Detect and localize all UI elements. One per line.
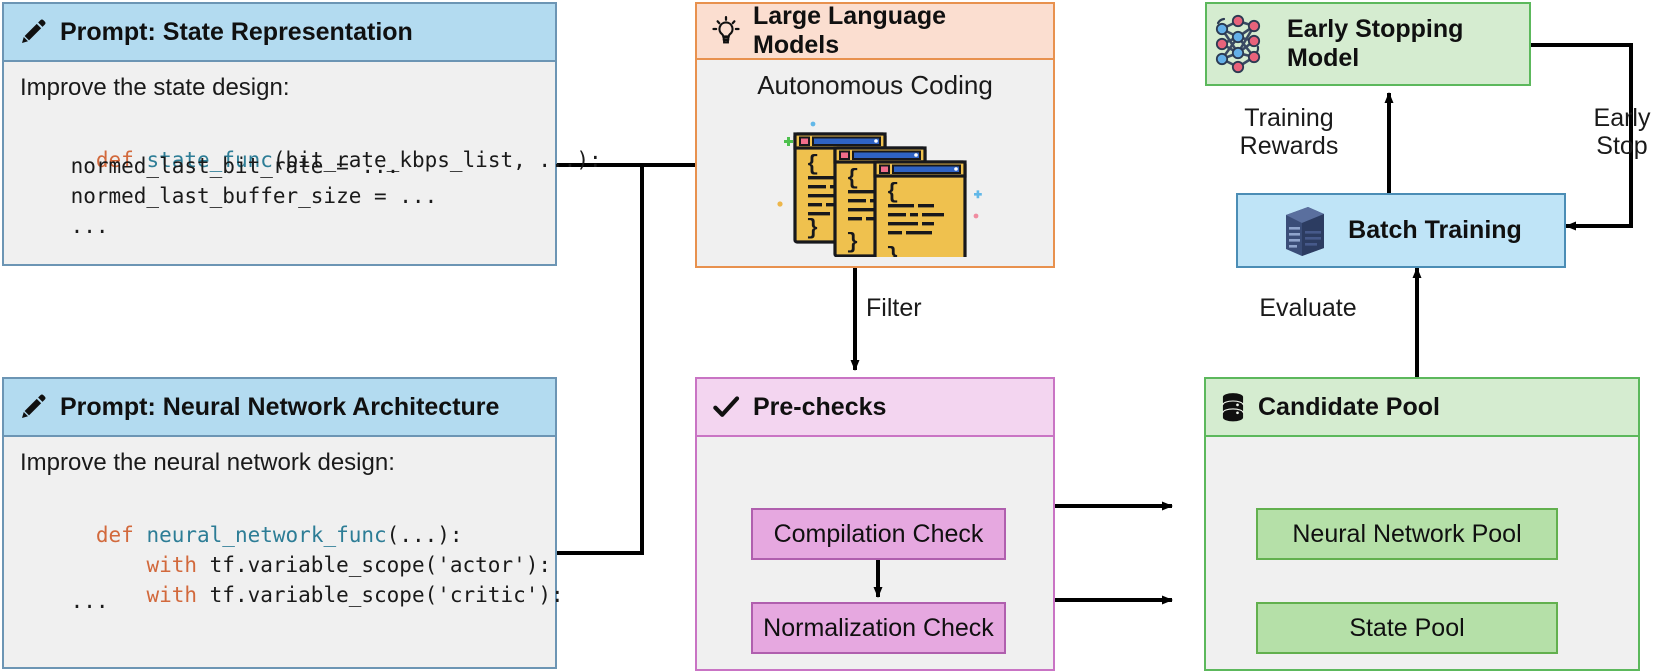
prompt-neural-network-card[interactable]: Prompt: Neural Network Architecture Impr…	[2, 377, 564, 669]
candidate-pool-card[interactable]: Candidate Pool Neural Network Pool State…	[1204, 377, 1640, 671]
prompt-nn-code-line-3: with tf.variable_scope('critic'):	[20, 559, 564, 631]
pencil-icon	[18, 17, 48, 47]
code-signature-nn: (...):	[386, 523, 463, 547]
prompt-nn-body: Improve the neural network design: def n…	[4, 437, 564, 667]
prompt-state-header-label: Prompt: State Representation	[60, 17, 413, 46]
stacked-code-windows-icon: { } {	[697, 112, 1053, 257]
neural-network-pool-label: Neural Network Pool	[1292, 519, 1522, 548]
code-keyword-with-critic: with	[146, 583, 198, 607]
batch-training-label: Batch Training	[1348, 216, 1522, 244]
pencil-icon	[18, 392, 48, 422]
prompt-nn-header: Prompt: Neural Network Architecture	[4, 379, 555, 437]
compilation-check-item[interactable]: Compilation Check	[751, 508, 1006, 560]
llm-header-label: Large Language Models	[753, 2, 947, 59]
state-pool-label: State Pool	[1349, 613, 1465, 642]
code-scope-actor: tf.variable_scope('actor'):	[197, 553, 552, 577]
candidate-pool-body: Neural Network Pool State Pool	[1206, 437, 1638, 669]
compilation-check-label: Compilation Check	[773, 519, 984, 548]
prompt-state-instruction: Improve the state design:	[20, 74, 290, 101]
prechecks-header-label: Pre-checks	[753, 392, 887, 421]
svg-text:{: {	[806, 152, 819, 177]
prompt-state-representation-card[interactable]: Prompt: State Representation Improve the…	[2, 2, 602, 266]
prechecks-inner-edge-layer	[873, 560, 883, 598]
large-language-models-card[interactable]: Large Language Models Autonomous Coding	[695, 2, 1055, 268]
svg-text:{: {	[886, 180, 899, 205]
prompt-state-header: Prompt: State Representation	[4, 4, 555, 62]
llm-body: Autonomous Coding {	[697, 60, 1053, 266]
prechecks-body: Compilation Check Normalization Check	[697, 437, 1053, 669]
prechecks-header: Pre-checks	[697, 379, 1053, 437]
prompt-nn-header-label: Prompt: Neural Network Architecture	[60, 392, 500, 421]
edge-prompt-nn-branch	[557, 167, 644, 555]
llm-header: Large Language Models	[697, 2, 1053, 60]
prompt-nn-code-line-4: ...	[20, 589, 109, 613]
state-pool-item[interactable]: State Pool	[1256, 602, 1558, 654]
edge-label-early-stop: Early Stop	[1593, 104, 1651, 160]
normalization-check-label: Normalization Check	[763, 613, 994, 642]
neural-network-icon	[1207, 13, 1269, 75]
edge-label-training-rewards: Training Rewards	[1239, 104, 1339, 160]
prompt-nn-instruction: Improve the neural network design:	[20, 449, 395, 476]
lightbulb-icon	[711, 16, 741, 46]
code-keyword-with-actor: with	[146, 553, 198, 577]
svg-text:}: }	[886, 244, 899, 257]
code-signature-state: (bit_rate_kbps_list, ...):	[272, 148, 602, 172]
edge-label-evaluate: Evaluate	[1259, 294, 1357, 322]
code-function-neural-network-func: neural_network_func	[146, 523, 387, 547]
prompt-state-code-line-1: def state_func(bit_rate_kbps_list, ...):	[20, 124, 602, 196]
checkmark-icon	[711, 392, 741, 422]
neural-network-pool-item[interactable]: Neural Network Pool	[1256, 508, 1558, 560]
early-stopping-model-node[interactable]: Early Stopping Model	[1205, 2, 1531, 86]
prompt-state-code-line-3: normed_last_buffer_size = ...	[20, 184, 438, 208]
svg-text:}: }	[806, 216, 819, 241]
prompt-nn-code-line-2: with tf.variable_scope('actor'):	[20, 529, 551, 601]
database-icon	[1220, 392, 1246, 422]
svg-text:}: }	[846, 230, 859, 255]
code-scope-critic: tf.variable_scope('critic'):	[197, 583, 564, 607]
early-stopping-model-label: Early Stopping Model	[1287, 15, 1464, 72]
svg-text:{: {	[846, 166, 859, 191]
batch-training-node[interactable]: Batch Training	[1236, 193, 1566, 268]
server-icon	[1280, 203, 1330, 259]
prompt-state-body: Improve the state design: def state_func…	[4, 62, 602, 264]
code-keyword-def: def	[95, 148, 134, 172]
code-function-state-func: state_func	[146, 148, 273, 172]
normalization-check-item[interactable]: Normalization Check	[751, 602, 1006, 654]
prechecks-card[interactable]: Pre-checks Compilation Check Normalizati…	[695, 377, 1055, 671]
edge-label-filter: Filter	[866, 294, 922, 322]
prompt-nn-code-line-1: def neural_network_func(...):	[20, 499, 463, 571]
candidate-pool-header: Candidate Pool	[1206, 379, 1638, 437]
code-keyword-def: def	[95, 523, 134, 547]
candidate-pool-header-label: Candidate Pool	[1258, 392, 1440, 421]
prompt-state-code-line-4: ...	[20, 214, 109, 238]
llm-subtitle: Autonomous Coding	[757, 70, 993, 100]
prompt-state-code-line-2: normed_last_bit_rate = ...	[20, 154, 400, 178]
